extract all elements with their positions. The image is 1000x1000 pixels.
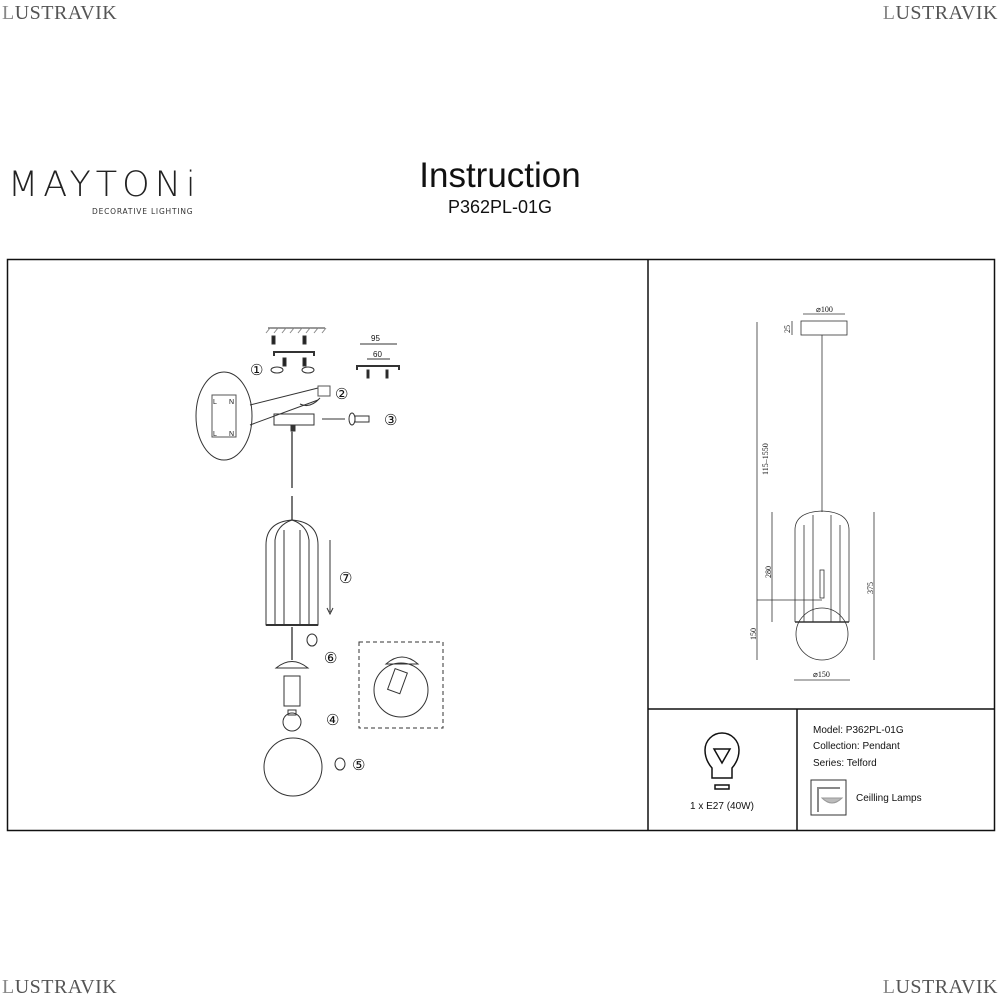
brand-tagline: DECORATIVE LIGHTING [92, 207, 194, 216]
watermark-top-right: LUSTRAVIK [882, 2, 998, 24]
step-2-label: ② [335, 386, 348, 403]
cage-height: 280 [764, 566, 773, 578]
watermark-bottom-left: LUSTRAVIK [2, 976, 118, 998]
bulb-spec: 1 x E27 (40W) [690, 801, 754, 812]
step-3-label: ③ [384, 412, 397, 429]
canopy-diameter: ⌀100 [816, 305, 833, 314]
bracket-inner-dim: 60 [373, 350, 382, 359]
spec-type: Ceilling Lamps [856, 793, 922, 804]
step-4-label: ④ [326, 712, 339, 729]
terminal-l-bottom: L [213, 431, 217, 438]
canopy-height: 25 [783, 325, 792, 333]
globe-height: 150 [749, 628, 758, 640]
watermark-top-left: LUSTRAVIK [2, 2, 118, 24]
ceiling-lamp-icon [810, 779, 847, 816]
shade-diameter: ⌀150 [813, 670, 830, 679]
page-title: Instruction [419, 156, 581, 195]
step-1-label: ① [250, 362, 263, 379]
dimension-drawing: ⌀100 25 115–1550 280 150 375 ⌀150 [749, 305, 875, 681]
frame [6, 258, 996, 832]
bulb-icon [704, 732, 740, 790]
step-6-label: ⑥ [324, 650, 337, 667]
shade-height: 375 [866, 582, 875, 594]
spec-collection: Collection: Pendant [813, 741, 900, 752]
watermark-bottom-right: LUSTRAVIK [882, 976, 998, 998]
assembly-diagram: ① 95 60 L N L N ② ③ ⑦ ⑥ ④ ⑤ [195, 327, 444, 797]
terminal-n-bottom: N [229, 431, 234, 438]
step-5-label: ⑤ [352, 757, 365, 774]
spec-series: Series: Telford [813, 758, 877, 769]
spec-model: Model: P362PL-01G [813, 725, 904, 736]
model-code: P362PL-01G [447, 197, 553, 217]
terminal-l-top: L [213, 399, 217, 406]
step-7-label: ⑦ [339, 570, 352, 587]
brand-logo: MAYTONi [8, 165, 201, 205]
total-height: 115–1550 [761, 443, 770, 475]
terminal-n-top: N [229, 399, 234, 406]
bracket-outer-dim: 95 [371, 334, 380, 343]
